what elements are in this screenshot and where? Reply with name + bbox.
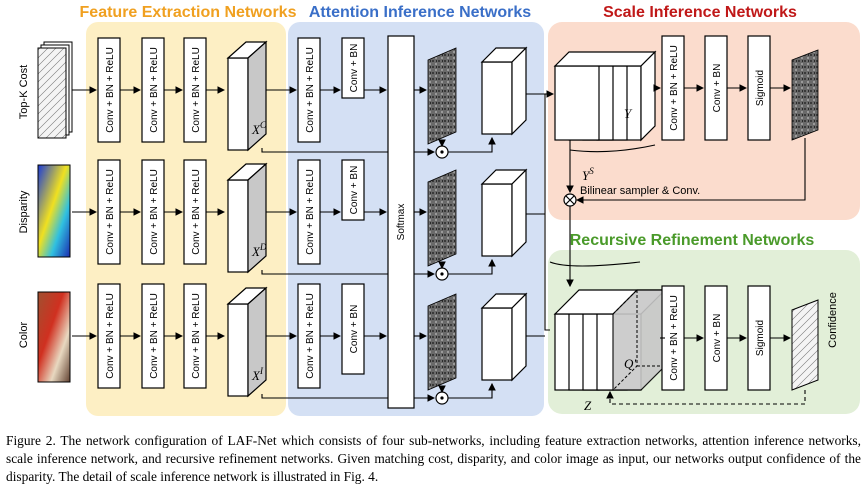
attention-map-disparity: [427, 169, 457, 267]
feature-conv-disparity-3-label: Conv + BN + ReLU: [191, 169, 202, 255]
svg-text:Conv + BN: Conv + BN: [349, 166, 360, 215]
svg-text:Conv + BN + ReLU: Conv + BN + ReLU: [305, 293, 316, 379]
feature-conv-disparity-1: Conv + BN + ReLU: [97, 159, 121, 265]
feature-conv-color-1-label: Conv + BN + ReLU: [105, 293, 116, 379]
laf-net-diagram: Feature Extraction Networks Attention In…: [18, 4, 860, 416]
attention-conv-bn-relu-color: Conv + BN + ReLU: [297, 283, 321, 389]
x-feature-topk: XC: [226, 40, 268, 152]
feature-conv-topk-2-label: Conv + BN + ReLU: [149, 47, 160, 133]
softmax-label: Softmax: [396, 204, 407, 241]
refine-conv-bn-relu: Conv + BN + ReLU: [661, 285, 685, 391]
x-symbol-disparity: XD: [251, 242, 267, 259]
recursive-region-title: Recursive Refinement Networks: [570, 232, 815, 249]
svg-text:Conv + BN: Conv + BN: [349, 305, 360, 354]
confidence-map-image: [791, 299, 819, 391]
scale-conv-bn-label: Conv + BN: [712, 64, 723, 113]
feature-conv-topk-3: Conv + BN + ReLU: [183, 37, 207, 143]
attention-output-disparity: [480, 168, 528, 258]
feature-conv-disparity-2: Conv + BN + ReLU: [141, 159, 165, 265]
svg-text:Conv + BN: Conv + BN: [349, 44, 360, 93]
x-feature-disparity: XD: [226, 162, 268, 274]
softmax-block: Softmax: [387, 35, 415, 409]
confidence-label: Confidence: [827, 292, 839, 348]
refine-conv-bn: Conv + BN: [704, 285, 728, 391]
attention-conv-bn-disparity: Conv + BN: [341, 159, 365, 221]
attention-conv-bn-relu-disparity: Conv + BN + ReLU: [297, 159, 321, 265]
attention-output-color: [480, 292, 528, 382]
bilinear-label: Bilinear sampler & Conv.: [580, 185, 700, 197]
feature-conv-topk-2: Conv + BN + ReLU: [141, 37, 165, 143]
feature-conv-color-2: Conv + BN + ReLU: [141, 283, 165, 389]
right-wires: [526, 84, 806, 405]
attention-multiply-topk: [435, 145, 449, 159]
feature-conv-disparity-2-label: Conv + BN + ReLU: [149, 169, 160, 255]
topk-cost-image-stack: [37, 41, 73, 139]
refine-conv-bn-label: Conv + BN: [712, 314, 723, 363]
attention-map-color: [427, 293, 457, 391]
x-symbol-color: XI: [251, 366, 264, 383]
refine-conv-bn-relu-label: Conv + BN + ReLU: [669, 295, 680, 381]
figure-caption: Figure 2. The network configuration of L…: [6, 433, 861, 484]
feature-conv-color-2-label: Conv + BN + ReLU: [149, 293, 160, 379]
attention-output-topk: [480, 46, 528, 136]
feature-conv-disparity-1-label: Conv + BN + ReLU: [105, 169, 116, 255]
z-feature-stack: [553, 289, 667, 391]
attention-conv-bn-relu-topk: Conv + BN + ReLU: [297, 37, 321, 143]
row-topk: Conv + BN + ReLU Conv + BN + ReLU Conv + B…: [72, 37, 528, 159]
attention-multiply-disparity: [435, 267, 449, 281]
scale-region-title: Scale Inference Networks: [603, 4, 797, 21]
color-image: [37, 291, 71, 383]
attention-map-topk: [427, 47, 457, 145]
scale-conv-bn: Conv + BN: [704, 35, 728, 141]
svg-text:Conv + BN + ReLU: Conv + BN + ReLU: [305, 47, 316, 133]
attention-region-title: Attention Inference Networks: [309, 4, 531, 21]
ys-symbol: YS: [582, 166, 594, 183]
attention-multiply-color: [435, 391, 449, 405]
z-symbol: Z: [584, 398, 592, 413]
svg-text:Conv + BN + ReLU: Conv + BN + ReLU: [305, 169, 316, 255]
attention-conv-bn-color: Conv + BN: [341, 283, 365, 375]
feature-region-title: Feature Extraction Networks: [80, 4, 297, 21]
refine-sigmoid: Sigmoid: [747, 285, 771, 391]
row-disparity: Conv + BN + ReLU Conv + BN + ReLU Conv + B…: [72, 159, 528, 281]
x-feature-color: XI: [226, 286, 268, 398]
multiply-node: [563, 193, 577, 207]
input-label-disparity: Disparity: [18, 190, 30, 233]
disparity-image: [37, 164, 71, 258]
input-label-color: Color: [18, 322, 30, 349]
scale-map-image: [791, 49, 819, 141]
q-symbol: Q': [624, 356, 636, 371]
feature-conv-topk-1: Conv + BN + ReLU: [97, 37, 121, 143]
input-label-topk-cost: Top-K Cost: [18, 65, 30, 119]
scale-conv-bn-relu-label: Conv + BN + ReLU: [669, 45, 680, 131]
refine-sigmoid-label: Sigmoid: [755, 320, 766, 356]
scale-conv-bn-relu: Conv + BN + ReLU: [661, 35, 685, 141]
feature-conv-topk-1-label: Conv + BN + ReLU: [105, 47, 116, 133]
feature-conv-color-3: Conv + BN + ReLU: [183, 283, 207, 389]
feature-conv-disparity-3: Conv + BN + ReLU: [183, 159, 207, 265]
scale-sigmoid-label: Sigmoid: [755, 70, 766, 106]
row-color: Conv + BN + ReLU Conv + BN + ReLU Conv + B…: [72, 283, 528, 405]
y-feature-stack: [553, 50, 657, 142]
attention-conv-bn-topk: Conv + BN: [341, 37, 365, 99]
feature-conv-color-3-label: Conv + BN + ReLU: [191, 293, 202, 379]
y-symbol: Y: [624, 106, 633, 121]
scale-sigmoid: Sigmoid: [747, 35, 771, 141]
feature-conv-color-1: Conv + BN + ReLU: [97, 283, 121, 389]
feature-conv-topk-3-label: Conv + BN + ReLU: [191, 47, 202, 133]
x-symbol-topk: XC: [251, 120, 267, 137]
